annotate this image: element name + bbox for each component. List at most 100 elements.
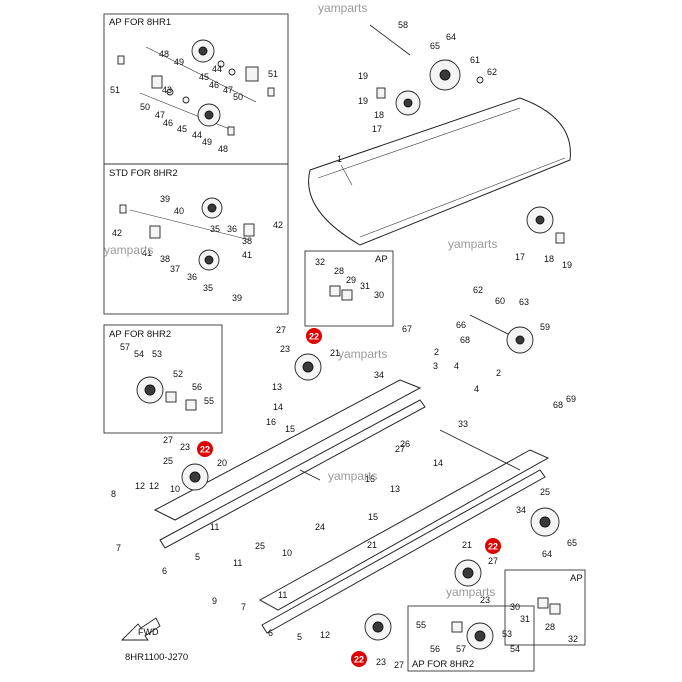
part-label: 45 bbox=[177, 124, 187, 134]
part-label: 12 bbox=[135, 481, 145, 491]
wheel-hub bbox=[207, 203, 217, 213]
bracket-part bbox=[149, 225, 161, 239]
part-label: 29 bbox=[346, 275, 356, 285]
part-label: 50 bbox=[233, 92, 243, 102]
bogie-wheel-group bbox=[181, 353, 560, 650]
part-label: 17 bbox=[372, 124, 382, 134]
part-label: 6 bbox=[268, 628, 273, 638]
part-label: 49 bbox=[174, 57, 184, 67]
spacer-part bbox=[376, 87, 386, 99]
part-label: 10 bbox=[282, 548, 292, 558]
inset-ap-right: AP 30 31 28 32 bbox=[504, 569, 586, 646]
cross-shaft bbox=[299, 469, 321, 481]
spacer-part bbox=[341, 289, 353, 301]
part-label: 51 bbox=[110, 85, 120, 95]
bracket-part bbox=[243, 223, 255, 237]
spacer-part bbox=[451, 621, 463, 633]
part-label: 37 bbox=[170, 264, 180, 274]
highlight-label: 22 bbox=[309, 332, 319, 342]
part-label: 24 bbox=[315, 522, 325, 532]
part-label: 11 bbox=[210, 522, 219, 532]
inset-title: AP FOR 8HR2 bbox=[109, 329, 171, 340]
part-label: 23 bbox=[480, 595, 490, 605]
part-label: 62 bbox=[487, 67, 497, 77]
part-label: 43 bbox=[162, 85, 172, 95]
part-label: 56 bbox=[192, 382, 202, 392]
part-label: 19 bbox=[358, 71, 368, 81]
part-label: 49 bbox=[202, 137, 212, 147]
part-label: 25 bbox=[255, 541, 265, 551]
part-label: 65 bbox=[567, 538, 577, 548]
part-label: 34 bbox=[374, 370, 384, 380]
fwd-arrow: FWD bbox=[120, 617, 161, 641]
part-label: 27 bbox=[276, 325, 286, 335]
spacer-part bbox=[329, 285, 341, 297]
part-label: 65 bbox=[430, 41, 440, 51]
part-label: 36 bbox=[187, 272, 197, 282]
part-label: 11 bbox=[278, 590, 287, 600]
part-label: 41 bbox=[242, 250, 252, 260]
part-label: 62 bbox=[473, 285, 483, 295]
washer-part bbox=[217, 60, 225, 68]
watermark: yamparts bbox=[446, 585, 495, 599]
watermark: yamparts bbox=[318, 1, 367, 15]
bolt-part bbox=[267, 87, 275, 97]
wheel-hub bbox=[372, 621, 384, 633]
washer-part bbox=[166, 88, 174, 96]
part-label: 15 bbox=[368, 512, 378, 522]
wheel-hub bbox=[474, 630, 486, 642]
highlight-label: 22 bbox=[354, 655, 364, 665]
part-label: 3 bbox=[433, 361, 438, 371]
part-label: 57 bbox=[120, 342, 130, 352]
part-label: 21 bbox=[330, 348, 340, 358]
part-label: 13 bbox=[272, 382, 282, 392]
part-label: 5 bbox=[195, 552, 200, 562]
part-label: 50 bbox=[140, 102, 150, 112]
part-label: 58 bbox=[398, 20, 408, 30]
track-belt bbox=[308, 97, 571, 246]
sprocket-hub bbox=[439, 69, 451, 81]
part-label: 68 bbox=[553, 400, 563, 410]
part-label: 39 bbox=[160, 194, 170, 204]
inset-title: STD FOR 8HR2 bbox=[109, 168, 178, 179]
part-label: 56 bbox=[430, 644, 440, 654]
part-label: 47 bbox=[223, 85, 233, 95]
slide-rails: 33 2 2 3 4 4 34 34 11 11 5 5 bbox=[153, 347, 550, 642]
part-label: 53 bbox=[152, 349, 162, 359]
wheel-hub bbox=[198, 46, 208, 56]
part-label: 44 bbox=[192, 130, 202, 140]
part-label: 48 bbox=[159, 49, 169, 59]
slide-rail-right bbox=[258, 449, 550, 611]
highlight-badge bbox=[306, 328, 322, 344]
part-label: 14 bbox=[433, 458, 443, 468]
washer-part bbox=[228, 68, 236, 76]
part-label: 32 bbox=[315, 257, 325, 267]
bracket-part bbox=[151, 75, 163, 89]
part-label: 27 bbox=[395, 444, 405, 454]
inset-ap-for-8hr1: AP FOR 8HR1 48 49 44 45 46 47 50 51 51 4… bbox=[103, 13, 289, 165]
bolt-part bbox=[227, 126, 235, 136]
part-label: 18 bbox=[544, 254, 554, 264]
part-label: 40 bbox=[174, 206, 184, 216]
diagram-code: 8HR1100-J270 bbox=[125, 652, 188, 663]
part-label: 27 bbox=[163, 435, 173, 445]
fwd-label: FWD bbox=[138, 627, 159, 637]
part-label: 11 bbox=[233, 558, 242, 568]
part-label: 63 bbox=[519, 297, 529, 307]
part-label: 6 bbox=[162, 566, 167, 576]
part-label: 38 bbox=[160, 254, 170, 264]
part-label: 66 bbox=[456, 320, 466, 330]
part-label: 30 bbox=[374, 290, 384, 300]
part-label: 9 bbox=[212, 596, 217, 606]
part-label: 16 bbox=[266, 417, 276, 427]
part-label: 31 bbox=[360, 281, 370, 291]
highlight-markers: 22 22 22 22 bbox=[197, 328, 501, 667]
part-label: 23 bbox=[376, 657, 386, 667]
part-label: 47 bbox=[155, 110, 165, 120]
bolt-part bbox=[119, 204, 127, 214]
highlight-badge bbox=[485, 538, 501, 554]
part-label: 2 bbox=[496, 368, 501, 378]
wheel-hub bbox=[539, 516, 551, 528]
part-label: 54 bbox=[510, 644, 520, 654]
spacer-part bbox=[537, 597, 549, 609]
